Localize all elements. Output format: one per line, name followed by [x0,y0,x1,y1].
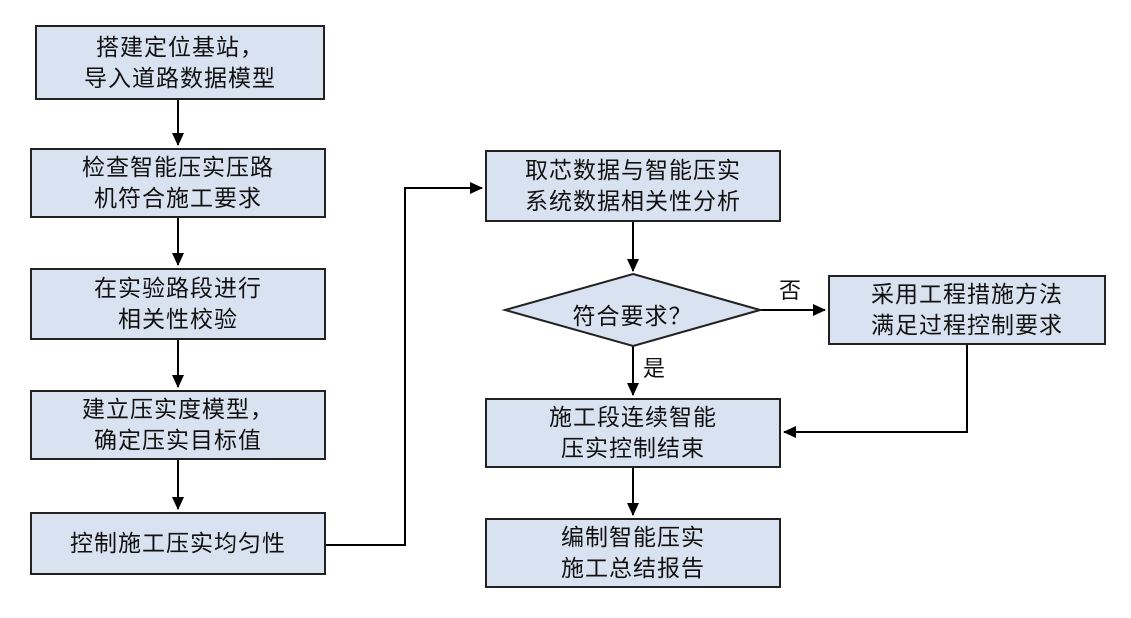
node-build-model: 建立压实度模型， 确定压实目标值 [30,390,326,460]
decision-label: 符合要求？ [505,297,760,331]
node-text: 搭建定位基站， [96,34,264,60]
node-text: 导入道路数据模型 [84,65,276,91]
node-check-roller: 检查智能压实压路 机符合施工要求 [30,148,326,218]
node-text: 建立压实度模型， [82,397,274,422]
node-text: 施工段连续智能 [549,405,717,430]
connector-uniformity-to-core-analysis [326,182,483,546]
decision-diamond [501,272,764,348]
node-engineering-measures: 采用工程措施方法 满足过程控制要求 [828,275,1106,345]
node-text: 系统数据相关性分析 [525,189,741,214]
node-text: 检查智能压实压路 [82,155,274,180]
node-text: 确定压实目标值 [94,428,262,453]
node-test-section: 在实验路段进行 相关性校验 [30,268,326,340]
node-core-analysis: 取芯数据与智能压实 系统数据相关性分析 [485,150,781,222]
node-setup-base: 搭建定位基站， 导入道路数据模型 [35,25,325,100]
node-text: 机符合施工要求 [94,186,262,211]
node-text: 压实控制结束 [561,436,705,461]
node-text: 相关性校验 [118,307,238,332]
node-text: 满足过程控制要求 [871,313,1063,338]
node-text: 符合要求？ [572,304,693,329]
edge-label-no: 否 [779,278,802,303]
node-summary-report: 编制智能压实 施工总结报告 [485,518,781,588]
connector-measures-to-end [783,345,968,438]
node-text: 取芯数据与智能压实 [525,158,741,183]
node-text: 控制施工压实均匀性 [70,531,286,556]
node-text: 编制智能压实 [561,525,705,550]
node-text: 采用工程措施方法 [871,282,1063,307]
edge-label-yes: 是 [643,356,666,381]
node-control-uniformity: 控制施工压实均匀性 [30,512,326,575]
node-text: 在实验路段进行 [94,276,262,301]
node-text: 施工总结报告 [561,556,705,581]
node-control-end: 施工段连续智能 压实控制结束 [485,398,781,468]
